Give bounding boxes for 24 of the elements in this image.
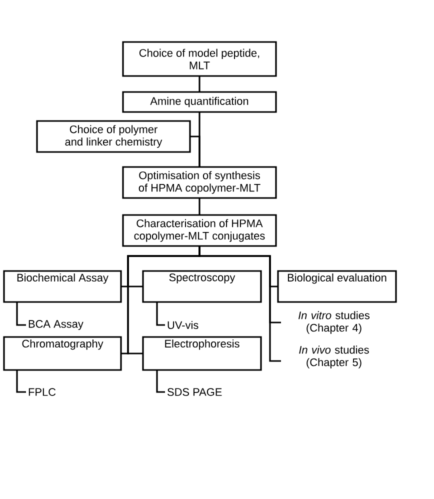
connector-line [198, 198, 200, 215]
connector-line [156, 302, 165, 326]
item-text: BCA Assay [28, 320, 84, 330]
branching-connector [190, 112, 200, 167]
process-box: Spectroscopy [142, 270, 262, 303]
item-text: FPLC [28, 388, 56, 396]
connector-line [198, 76, 200, 92]
item-text: In vivo studies (Chapter 5) [299, 346, 369, 368]
connector-line [16, 370, 26, 393]
connector-line [156, 370, 165, 393]
connector-line [16, 302, 26, 326]
item-text: SDS PAGE [168, 388, 222, 396]
process-box: Choice of polymer and linker chemistry [36, 120, 191, 153]
process-box: Amine quantification [122, 91, 277, 113]
process-box: Biochemical Assay [3, 270, 122, 303]
process-box: Chromatography [3, 336, 122, 371]
item-text: UV-vis [168, 320, 198, 330]
process-box: Optimisation of synthesis of HPMA copolymer-MLT [122, 166, 277, 199]
process-box: Choice of model peptide, MLT [122, 41, 277, 77]
process-box: Electrophoresis [142, 336, 262, 371]
process-box: Characterisation of HPMA copolymer-MLT conjugates [122, 214, 277, 247]
branching-connector [121, 246, 281, 362]
process-box: Biological evaluation [277, 270, 397, 303]
item-text: In vitro studies (Chapter 4) [298, 311, 370, 334]
